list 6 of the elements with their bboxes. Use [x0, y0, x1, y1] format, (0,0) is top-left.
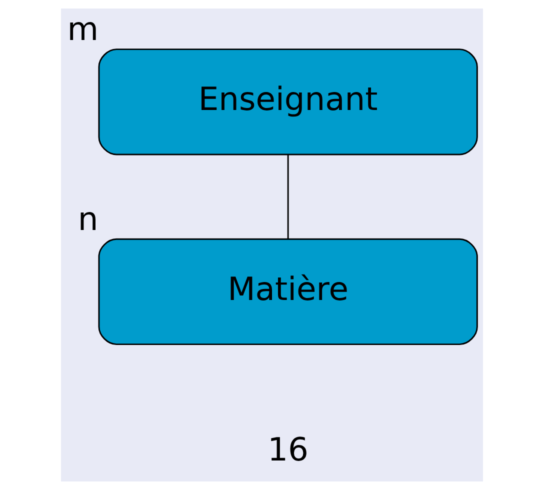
node-label: m — [67, 10, 99, 48]
node-box: Enseignant — [98, 48, 478, 156]
node-label: n — [78, 200, 98, 238]
connector — [287, 154, 289, 239]
label: 16 — [268, 430, 308, 469]
node-box: Matière — [98, 238, 478, 346]
